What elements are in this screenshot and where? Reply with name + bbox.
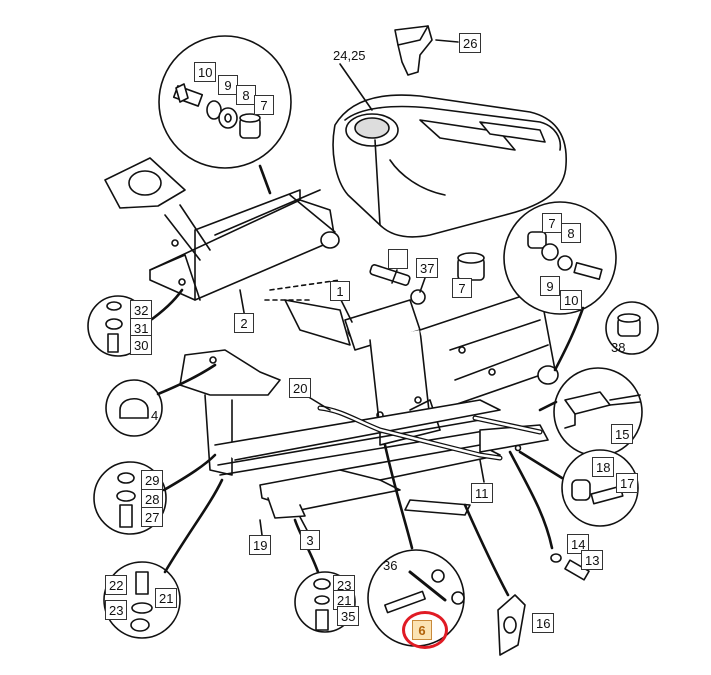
- leader-detail-29: [162, 453, 217, 492]
- leader-16: [463, 503, 510, 597]
- callout-35: 35: [337, 606, 360, 626]
- callout-20: 20: [289, 378, 312, 398]
- callout-10a: 10: [194, 62, 217, 82]
- callout-2: 2: [234, 313, 254, 333]
- callout-8a: 8: [236, 85, 256, 105]
- callout-16: 16: [532, 613, 555, 633]
- callout-32: 32: [130, 300, 153, 320]
- leader-cap: [156, 363, 217, 396]
- callout-7b: 7: [452, 278, 472, 298]
- callout-6-highlighted: 6: [412, 620, 432, 640]
- callout-15: 15: [611, 424, 634, 444]
- leader-13-14: [508, 450, 554, 550]
- detail-bushing: [605, 301, 659, 355]
- leader-detail-32: [146, 288, 184, 324]
- callout-5: [388, 249, 408, 269]
- callout-24-25: 24,25: [333, 48, 366, 63]
- leader-19: [259, 519, 263, 536]
- leader-1: [339, 297, 353, 323]
- callout-26: 26: [459, 33, 482, 53]
- leader-37: [419, 277, 426, 293]
- callout-7a: 7: [254, 95, 274, 115]
- callout-23a: 23: [105, 600, 128, 620]
- callout-30: 30: [130, 335, 153, 355]
- callout-8b: 8: [561, 223, 581, 243]
- callout-1: 1: [330, 281, 350, 301]
- callout-4: 4: [151, 408, 159, 423]
- callout-9a: 9: [218, 75, 238, 95]
- bracket-16: [497, 594, 526, 656]
- fuel-tank: [332, 94, 567, 238]
- leader-detail-upper: [258, 164, 272, 195]
- main-frame: [284, 289, 559, 446]
- callout-10b: 10: [560, 290, 583, 310]
- callout-9b: 9: [540, 276, 560, 296]
- hinge-axis: [264, 279, 341, 301]
- callout-18: 18: [592, 457, 615, 477]
- fuel-cap-cover: [394, 25, 433, 76]
- callout-11: 11: [471, 483, 493, 503]
- detail-bolt-washers-right: [503, 201, 617, 315]
- callout-21a: 21: [155, 588, 178, 608]
- callout-36: 36: [383, 558, 398, 573]
- callout-37: 37: [416, 258, 439, 278]
- leader-26: [435, 39, 459, 43]
- callout-3: 3: [300, 530, 320, 550]
- detail-spring-rod: [367, 549, 465, 647]
- callout-17: 17: [616, 473, 639, 493]
- leader-detail-6: [383, 443, 414, 550]
- leader-11: [479, 459, 485, 483]
- leader-5: [391, 269, 398, 284]
- callout-29: 29: [141, 470, 164, 490]
- leader-detail-22: [163, 478, 224, 574]
- callout-7c: 7: [542, 213, 562, 233]
- leader-detail-bolt-spacer: [518, 450, 564, 480]
- callout-13: 13: [581, 550, 604, 570]
- pin-and-nut: [369, 252, 485, 305]
- leader-3: [299, 516, 309, 533]
- callout-28: 28: [141, 489, 164, 509]
- callout-14: 14: [567, 534, 590, 554]
- leader-detail-switch: [538, 400, 558, 412]
- leader-24-25: [339, 63, 373, 111]
- callout-38: 38: [611, 340, 626, 355]
- rear-frame: [104, 157, 340, 301]
- slide-rails: [179, 349, 501, 519]
- callout-19: 19: [249, 535, 272, 555]
- detail-cap: [105, 379, 163, 437]
- callout-31: 31: [130, 318, 153, 338]
- detail-bolt-washers-upper: [158, 35, 292, 169]
- detail-screw-13-14: [550, 553, 590, 581]
- callout-22: 22: [105, 575, 128, 595]
- leader-detail-right: [553, 306, 585, 372]
- callout-27: 27: [141, 507, 164, 527]
- callout-21b: 21: [333, 590, 356, 610]
